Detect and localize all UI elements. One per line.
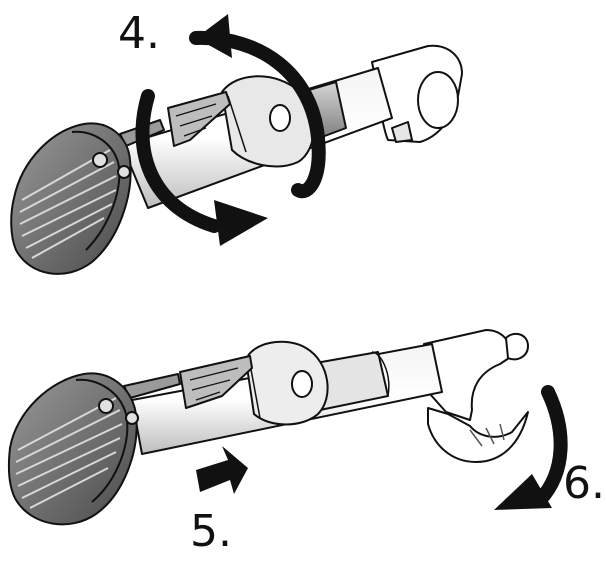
bottom-assembly	[7, 329, 568, 526]
bottom-knob	[7, 372, 139, 526]
step-4-label: 4.	[118, 8, 160, 59]
rotate-arrow-6	[494, 385, 568, 510]
bottom-pivot-housing	[245, 340, 329, 426]
top-knob	[10, 122, 132, 275]
push-arrow-5	[196, 446, 248, 494]
bottom-ratchet-lever	[179, 355, 253, 409]
step-6-label: 6.	[563, 458, 605, 509]
step-5-label: 5.	[190, 506, 232, 557]
bottom-clamp-head	[423, 329, 529, 463]
top-pivot-housing	[221, 75, 315, 168]
rotate-arrow-4	[135, 14, 326, 246]
top-assembly	[10, 14, 463, 275]
top-ratchet-lever	[167, 91, 231, 147]
top-clamp-head	[371, 44, 463, 143]
